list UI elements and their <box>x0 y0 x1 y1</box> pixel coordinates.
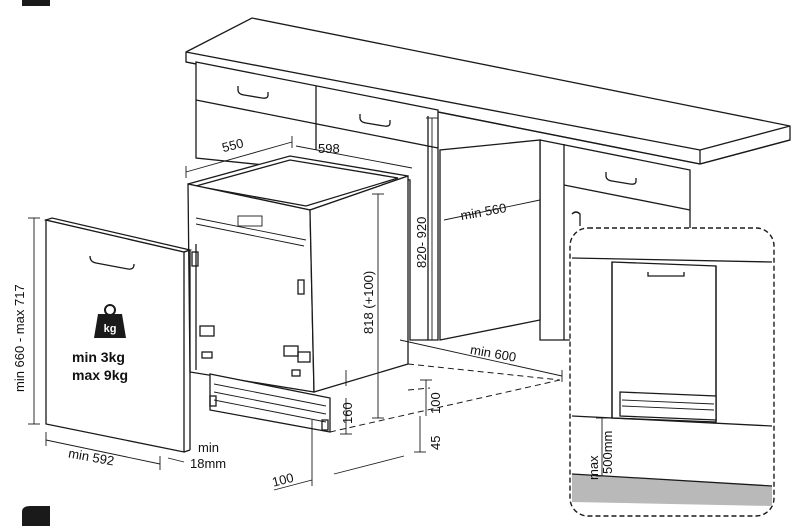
corner-tab-bottom <box>22 506 50 526</box>
left-cabinet <box>195 61 439 341</box>
dim-top-width: 598 <box>318 141 340 156</box>
weight-icon-label: kg <box>104 323 117 335</box>
weight-max-label: max 9kg <box>72 367 128 383</box>
dim-inset-val: 500mm <box>600 431 615 474</box>
dim-panel-width: min 592 <box>67 446 115 469</box>
dimension-lines <box>185 117 563 491</box>
inset-detail <box>569 227 775 517</box>
weight-min-label: min 3kg <box>72 349 125 365</box>
dim-body-height: 818 (+100) <box>361 271 376 334</box>
dishwasher-body <box>187 155 409 393</box>
weight-icon <box>94 304 126 338</box>
dim-plinth-gap: 100 <box>428 392 443 414</box>
door-panel <box>28 217 193 470</box>
dim-panel-thickness-val: 18mm <box>190 456 226 471</box>
dim-panel-thickness-min: min <box>198 440 219 455</box>
dim-floor-depth: min 600 <box>469 342 517 365</box>
dim-top-depth: 550 <box>220 135 245 155</box>
dim-height-range: 820- 920 <box>414 217 429 268</box>
dim-plinth-setback: 45 <box>428 436 443 450</box>
dim-inset-max: max <box>586 455 601 480</box>
dim-bottom-depth: 100 <box>270 470 295 490</box>
dim-plinth-height: 160 <box>340 402 355 424</box>
corner-tab <box>22 0 50 6</box>
dim-panel-height: min 660 - max 717 <box>12 284 27 392</box>
